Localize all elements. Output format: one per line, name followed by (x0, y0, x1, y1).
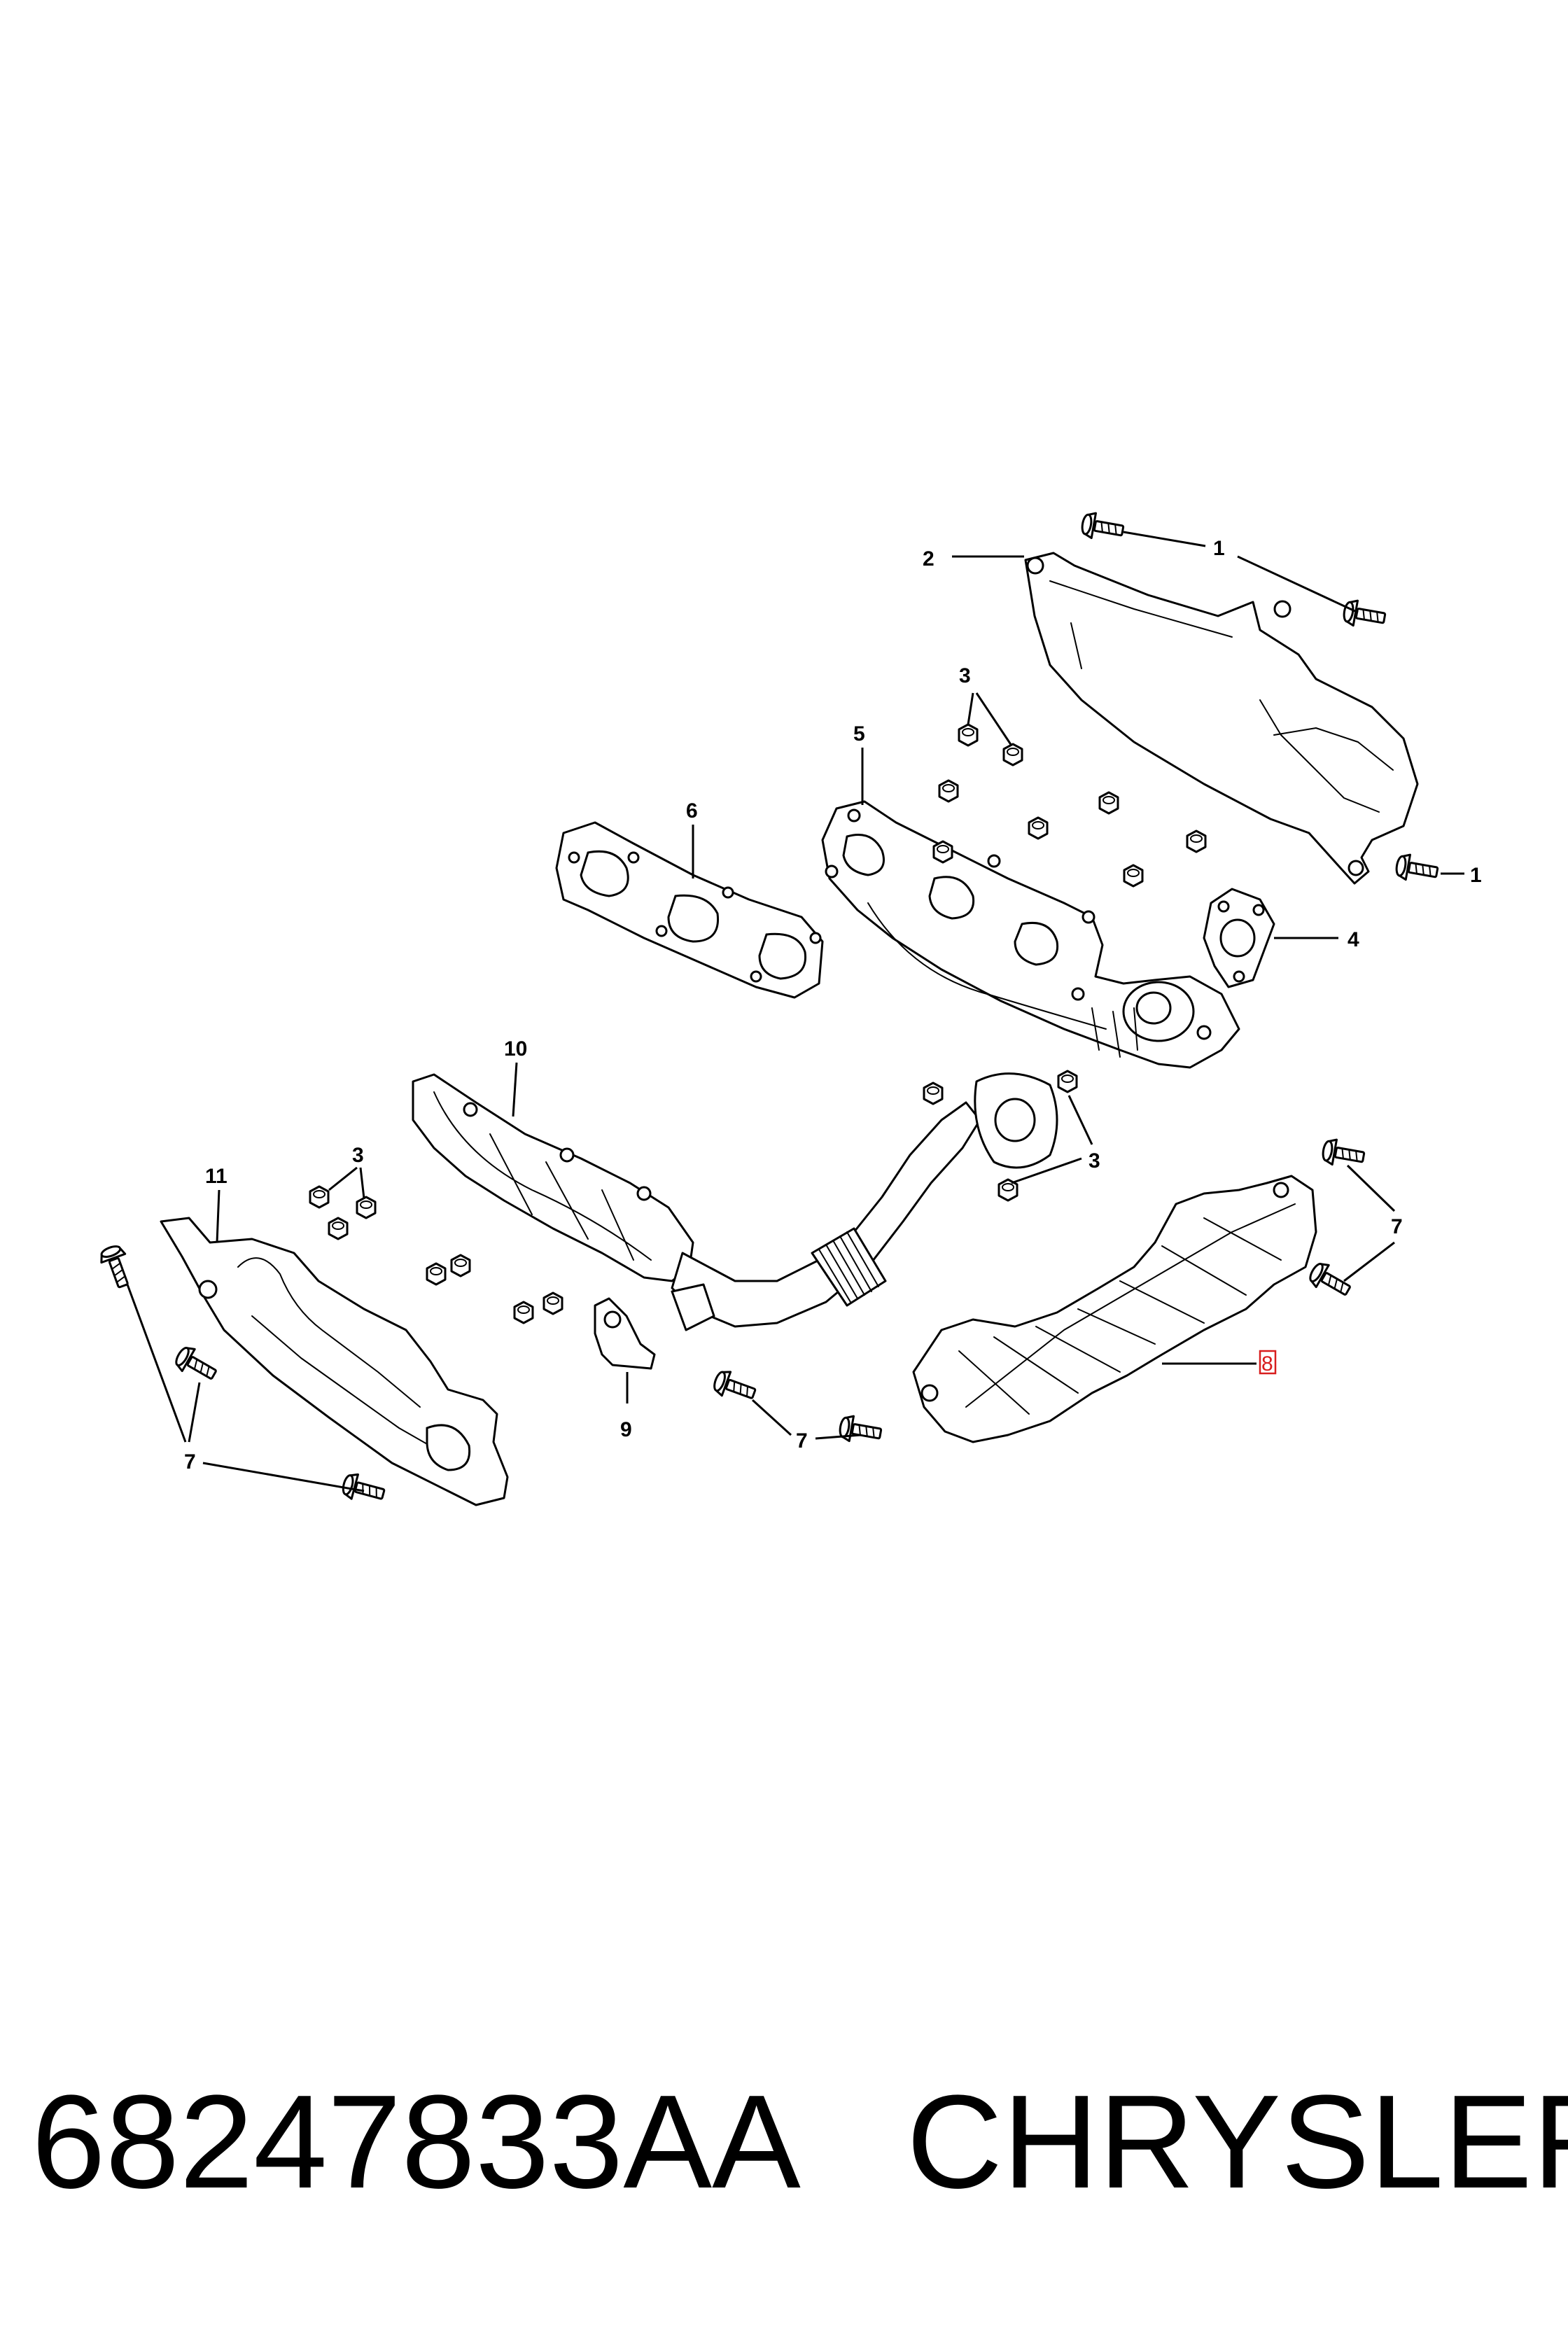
lower-left-heat-shield (160, 1217, 509, 1506)
upper-heat-shield (1024, 552, 1419, 885)
part-number: 68247833AA (31, 2068, 801, 2216)
callout-8: 8 (1261, 1352, 1273, 1376)
callout-1-top: 1 (1213, 537, 1225, 560)
flange-gasket (1203, 888, 1275, 988)
exhaust-manifold-front (412, 1072, 1058, 1331)
callout-10: 10 (504, 1037, 527, 1060)
callout-9: 9 (620, 1418, 632, 1441)
callout-7-right: 7 (1391, 1215, 1403, 1238)
callout-7-left: 7 (184, 1450, 196, 1474)
callout-11: 11 (205, 1165, 227, 1188)
callout-7-middle: 7 (796, 1429, 808, 1452)
callout-4: 4 (1348, 928, 1359, 951)
manifold-gasket-left (555, 821, 824, 999)
callout-2: 2 (923, 547, 934, 570)
right-heat-shield (912, 1175, 1317, 1443)
bracket (594, 1297, 656, 1370)
callout-8-highlighted: 8 (1259, 1350, 1277, 1376)
callout-5: 5 (853, 722, 865, 746)
callout-labels: 1 1 2 3 3 3 4 5 6 7 7 7 8 9 10 11 (184, 537, 1482, 1474)
brand-name: CHRYSLER (906, 2068, 1568, 2216)
callout-3-left: 3 (352, 1144, 364, 1167)
callout-1-right: 1 (1470, 864, 1482, 887)
callout-3-top: 3 (959, 664, 971, 687)
exhaust-manifold-rear (821, 800, 1240, 1069)
leader-lines (126, 531, 1464, 1492)
callout-6: 6 (686, 799, 698, 822)
callout-3-middle: 3 (1088, 1149, 1100, 1172)
